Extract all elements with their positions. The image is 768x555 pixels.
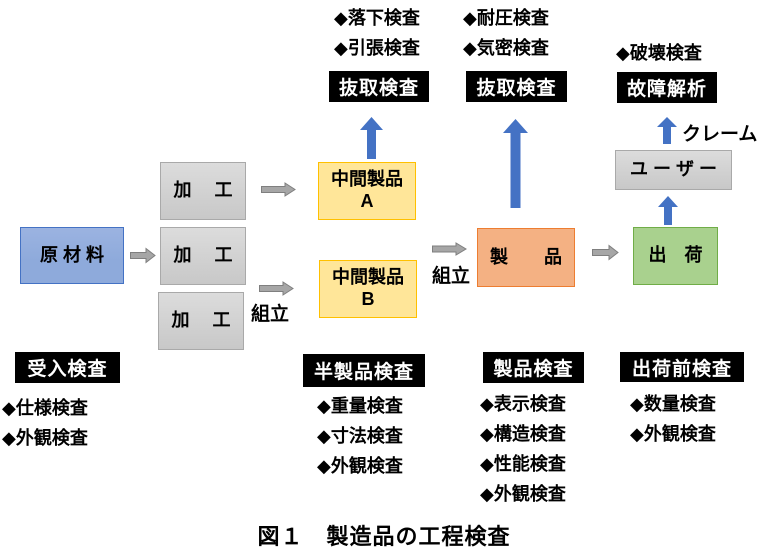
node-label-line1: 中間製品: [331, 169, 403, 190]
node-user: ユ ー ザ ー: [615, 150, 732, 190]
node-process-1: 加 工: [160, 162, 246, 220]
arrow-right-icon-assembly-to-product: [432, 242, 467, 256]
bullet-list-pre-shipment: ◆数量検査 ◆外観検査: [630, 389, 716, 449]
node-intermediate-product-a: 中間製品 A: [318, 162, 416, 220]
node-product: 製 品: [477, 228, 575, 287]
bullet-item: ◆破壊検査: [616, 43, 702, 63]
bullet-item: ◆外観検査: [2, 428, 88, 448]
bullet-item: ◆重量検査: [317, 396, 403, 416]
bullet-item: ◆外観検査: [630, 424, 716, 444]
bullet-list-incoming: ◆仕様検査 ◆外観検査: [2, 393, 88, 453]
inspection-label-sampling-a: 抜取検査: [329, 71, 429, 102]
node-label-line2: A: [360, 191, 374, 211]
inspection-label-failure-analysis: 故障解析: [617, 72, 717, 103]
arrow-up-icon-claim: [657, 117, 677, 144]
node-label-line2: B: [361, 289, 375, 309]
inspection-label-incoming: 受入検査: [15, 352, 120, 383]
node-process-3: 加 工: [158, 292, 244, 350]
inspection-label-sampling-b: 抜取検査: [466, 71, 567, 102]
node-raw-material: 原 材 料: [20, 227, 124, 284]
bullet-item: ◆外観検査: [480, 484, 566, 504]
assembly-label-2: 組立: [432, 266, 471, 287]
arrow-right-icon-process3-to-intermediate-b: [259, 281, 294, 296]
bullet-list-semi-finished: ◆重量検査 ◆寸法検査 ◆外観検査: [317, 391, 403, 481]
arrow-up-icon-sampling-a: [360, 117, 383, 159]
bullet-list-sampling-a: ◆落下検査 ◆引張検査: [334, 3, 420, 63]
inspection-label-product: 製品検査: [483, 352, 584, 383]
arrow-right-icon-process1-to-intermediate-a: [261, 182, 296, 197]
inspection-label-semi-finished: 半製品検査: [303, 354, 425, 387]
bullet-item: ◆引張検査: [334, 38, 420, 58]
bullet-list-product: ◆表示検査 ◆構造検査 ◆性能検査 ◆外観検査: [480, 389, 566, 509]
bullet-item: ◆構造検査: [480, 424, 566, 444]
bullet-list-failure-analysis: ◆破壊検査: [616, 38, 702, 68]
claim-label: クレーム: [682, 124, 758, 145]
bullet-item: ◆性能検査: [480, 454, 566, 474]
bullet-item: ◆気密検査: [463, 38, 549, 58]
bullet-item: ◆耐圧検査: [463, 8, 549, 28]
bullet-item: ◆外観検査: [317, 456, 403, 476]
assembly-label-1: 組立: [251, 304, 290, 325]
bullet-item: ◆仕様検査: [2, 398, 88, 418]
node-label-line1: 中間製品: [332, 267, 404, 288]
inspection-label-pre-shipment: 出荷前検査: [620, 352, 744, 382]
bullet-item: ◆寸法検査: [317, 426, 403, 446]
arrow-up-icon-sampling-b: [503, 119, 528, 208]
node-shipping: 出 荷: [633, 227, 718, 285]
bullet-item: ◆数量検査: [630, 394, 716, 414]
arrow-right-icon-product-to-shipping: [592, 244, 619, 261]
bullet-list-sampling-b: ◆耐圧検査 ◆気密検査: [463, 3, 549, 63]
bullet-item: ◆落下検査: [334, 8, 420, 28]
node-process-2: 加 工: [160, 227, 246, 285]
node-intermediate-product-b: 中間製品 B: [319, 260, 417, 318]
bullet-item: ◆表示検査: [480, 394, 566, 414]
arrow-right-icon-raw-to-process: [130, 247, 156, 264]
arrow-up-icon-shipping-to-user: [658, 196, 678, 225]
figure-caption: 図１ 製造品の工程検査: [257, 524, 511, 549]
